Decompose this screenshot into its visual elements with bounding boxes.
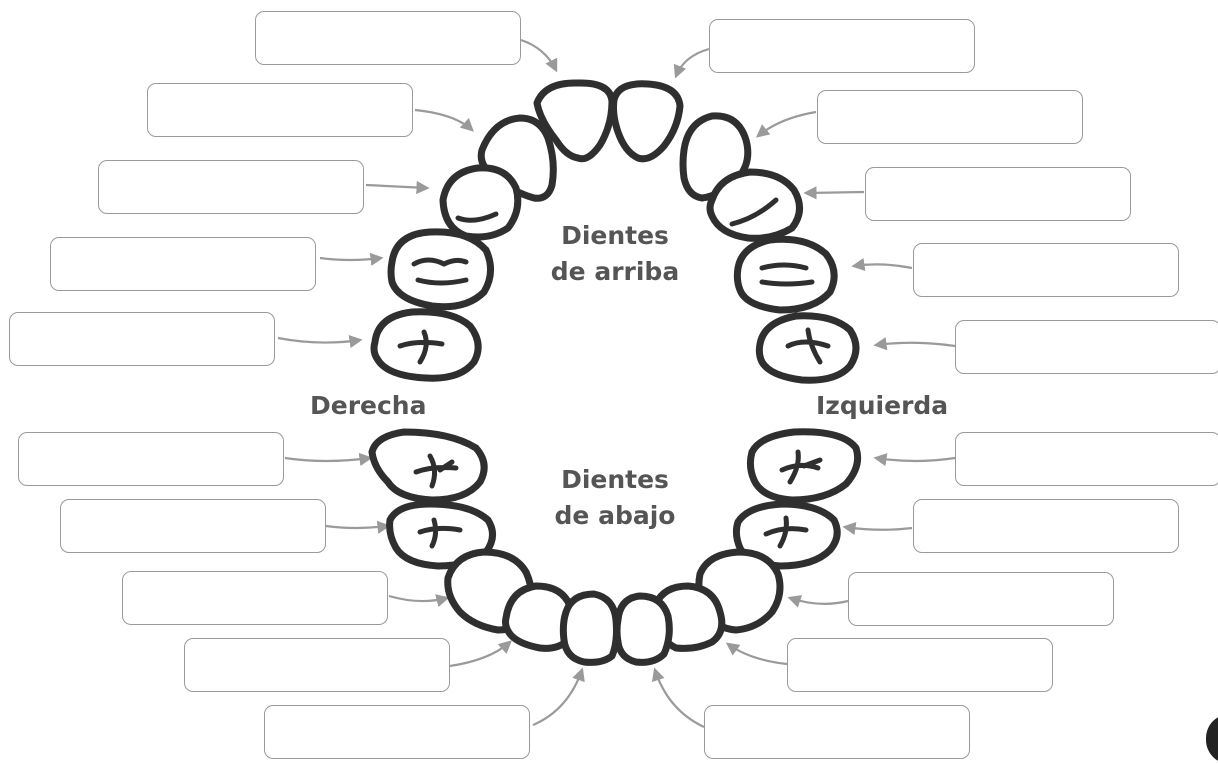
answer-box-left-upper-3[interactable] (865, 167, 1131, 221)
arrow-right-lower-4 (449, 640, 512, 668)
lower-teeth-title: Dientes de abajo (540, 462, 690, 535)
arrow-left-lower-1 (873, 453, 956, 467)
molar-mark-lower-left (779, 449, 823, 485)
tooth-upper-central-left (610, 80, 684, 163)
answer-box-left-lower-1[interactable] (955, 432, 1218, 486)
arrow-left-lower-3 (787, 595, 849, 608)
answer-box-right-upper-3[interactable] (98, 160, 364, 214)
arrow-left-lower-5 (651, 667, 705, 728)
answer-box-right-lower-2[interactable] (60, 499, 326, 553)
answer-box-right-upper-4[interactable] (50, 237, 316, 291)
answer-box-left-lower-3[interactable] (848, 572, 1114, 626)
answer-box-left-upper-4[interactable] (913, 243, 1179, 297)
arrow-left-upper-2 (755, 110, 817, 138)
premolar-mark-right-b (415, 277, 469, 286)
arrow-left-upper-3 (803, 186, 865, 200)
upper-teeth-title-line1: Dientes (561, 221, 669, 250)
arrow-right-lower-1 (284, 452, 373, 466)
tooth-upper-central-right (533, 79, 616, 163)
canine-mark-left (729, 197, 779, 227)
answer-box-left-lower-4[interactable] (787, 638, 1053, 692)
answer-box-right-upper-2[interactable] (147, 83, 413, 137)
answer-box-right-lower-5[interactable] (264, 705, 530, 759)
upper-teeth-title: Dientes de arriba (540, 218, 690, 291)
arrow-right-lower-5 (532, 667, 585, 727)
tooth-upper-premolar1-left (733, 235, 838, 314)
answer-box-left-upper-1[interactable] (709, 19, 975, 73)
tooth-upper-canine-left (706, 168, 803, 242)
molar-mark-upper-right (397, 329, 445, 365)
left-side-label: Izquierda (816, 391, 949, 420)
premolar-mark-lower-left (763, 515, 809, 549)
right-side-label: Derecha (310, 391, 427, 420)
arrow-left-upper-4 (851, 257, 913, 272)
tooth-upper-canine-right (439, 164, 522, 241)
lower-teeth-title-line2: de abajo (554, 501, 676, 531)
tooth-lower-molar-right (368, 428, 488, 504)
arrow-right-upper-1 (520, 38, 558, 73)
tooth-lower-central-right (559, 590, 620, 666)
tooth-lower-central-left (613, 592, 673, 666)
answer-box-right-upper-5[interactable] (9, 312, 275, 366)
answer-box-right-lower-3[interactable] (122, 571, 388, 625)
answer-box-left-lower-2[interactable] (913, 499, 1179, 553)
canine-mark-right (455, 211, 499, 223)
edge-decoration (1206, 714, 1218, 764)
lower-teeth-title-line1: Dientes (561, 465, 669, 494)
arrow-right-upper-3 (365, 180, 430, 195)
answer-box-left-lower-5[interactable] (704, 705, 970, 759)
molar-mark-upper-left (785, 327, 831, 365)
answer-box-right-lower-4[interactable] (184, 638, 450, 692)
premolar-mark-left-a (759, 262, 809, 271)
answer-box-left-upper-5[interactable] (955, 320, 1218, 374)
arrow-left-upper-1 (673, 47, 710, 79)
arrow-right-upper-2 (414, 108, 474, 132)
arrow-right-upper-4 (319, 252, 384, 266)
premolar-mark-right-a (411, 257, 469, 267)
tooth-upper-molar-left (755, 312, 860, 384)
tooth-upper-premolar1-right (387, 228, 494, 311)
upper-teeth-title-line2: de arriba (550, 257, 680, 287)
arrow-left-upper-5 (873, 337, 956, 351)
premolar-mark-left-b (759, 279, 815, 287)
arrow-right-lower-2 (325, 520, 391, 534)
premolar-mark-lower-right (417, 517, 463, 549)
answer-box-left-upper-2[interactable] (817, 90, 1083, 144)
arrow-left-lower-4 (725, 642, 788, 666)
answer-box-right-upper-1[interactable] (255, 11, 521, 65)
arrow-right-upper-5 (277, 335, 363, 349)
arrow-left-lower-2 (842, 521, 913, 536)
arrow-right-lower-3 (388, 594, 450, 608)
molar-mark-lower-right (413, 453, 459, 489)
answer-box-right-lower-1[interactable] (18, 432, 284, 486)
